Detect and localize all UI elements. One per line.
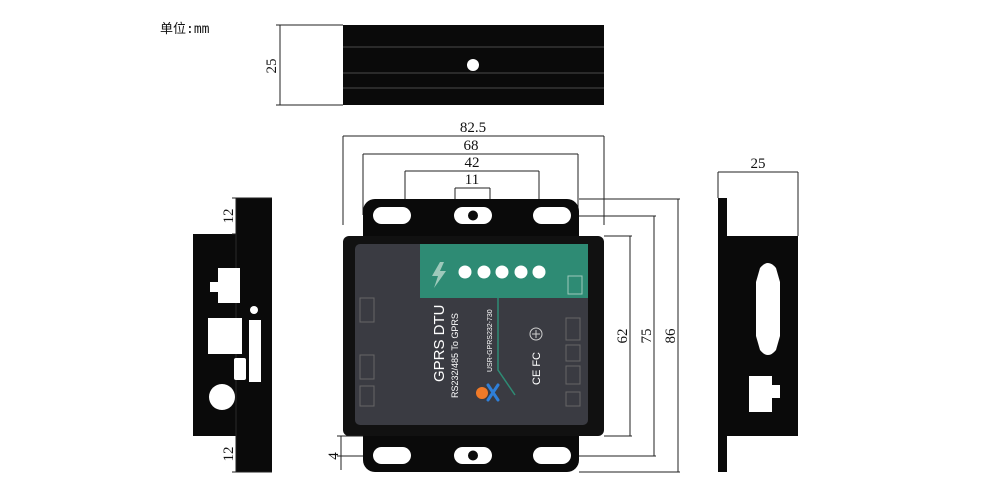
dim-height-62: 62 <box>615 329 631 344</box>
port-label-box <box>359 385 375 407</box>
mounting-hole <box>467 59 479 71</box>
antenna-port <box>208 318 242 354</box>
left-side-view: 12 12 <box>193 197 272 473</box>
dim-side-width: 25 <box>751 156 766 172</box>
dim-width-11: 11 <box>465 172 479 188</box>
top-view: 25 <box>264 24 604 106</box>
led-indicator <box>477 265 491 279</box>
cert-marks: CE FC <box>531 352 543 385</box>
right-side-view: 25 <box>717 156 799 472</box>
reset-button <box>234 358 246 380</box>
port-label-box <box>565 391 581 407</box>
dim-width-overall: 82.5 <box>460 120 486 136</box>
dim-height-75: 75 <box>639 329 655 344</box>
led-label-box <box>567 275 583 295</box>
front-view: GPRS DTU RS232/485 To GPRS USR-GPRS232-7… <box>343 199 604 472</box>
mount-slot <box>533 447 571 464</box>
bottom-offset-dimension: 4 <box>326 435 363 470</box>
dim-width-68: 68 <box>464 138 479 154</box>
port-label-box <box>565 344 581 362</box>
dim-top-height: 25 <box>264 59 280 74</box>
unit-label: 单位:mm <box>160 22 210 37</box>
dim-width-42: 42 <box>465 155 480 171</box>
recycle-icon <box>529 327 543 341</box>
port-label-box <box>359 354 375 380</box>
db9-connector <box>756 263 780 355</box>
led-indicator <box>532 265 546 279</box>
antenna-connector <box>209 384 235 410</box>
device-title: GPRS DTU <box>431 304 448 382</box>
left-tab-bottom <box>236 436 272 472</box>
mount-slot <box>373 207 411 224</box>
brand-logo-icon <box>476 383 500 402</box>
indicator-hole <box>250 306 258 314</box>
port-label-box <box>359 297 375 323</box>
lightning-icon <box>432 262 446 288</box>
terminal-block <box>749 376 780 412</box>
front-width-dimensions: 82.5 68 42 11 <box>342 120 605 225</box>
port-label-box <box>565 365 581 385</box>
mount-slot <box>533 207 571 224</box>
dim-height-86: 86 <box>663 328 679 344</box>
dim-left-lower: 12 <box>221 447 237 462</box>
left-tab-top <box>236 198 272 234</box>
mount-slot <box>373 447 411 464</box>
device-subtitle: RS232/485 To GPRS <box>450 313 460 398</box>
power-port <box>210 268 240 303</box>
led-indicator <box>514 265 528 279</box>
height-dimensions: 62 75 86 <box>579 198 680 473</box>
dim-bottom-offset: 4 <box>326 452 342 460</box>
led-indicator <box>458 265 472 279</box>
sim-slot <box>249 320 261 382</box>
dim-left-upper: 12 <box>221 209 237 224</box>
led-indicator <box>495 265 509 279</box>
port-label-box <box>565 317 581 341</box>
device-model: USR-GPRS232-730 <box>487 309 494 372</box>
